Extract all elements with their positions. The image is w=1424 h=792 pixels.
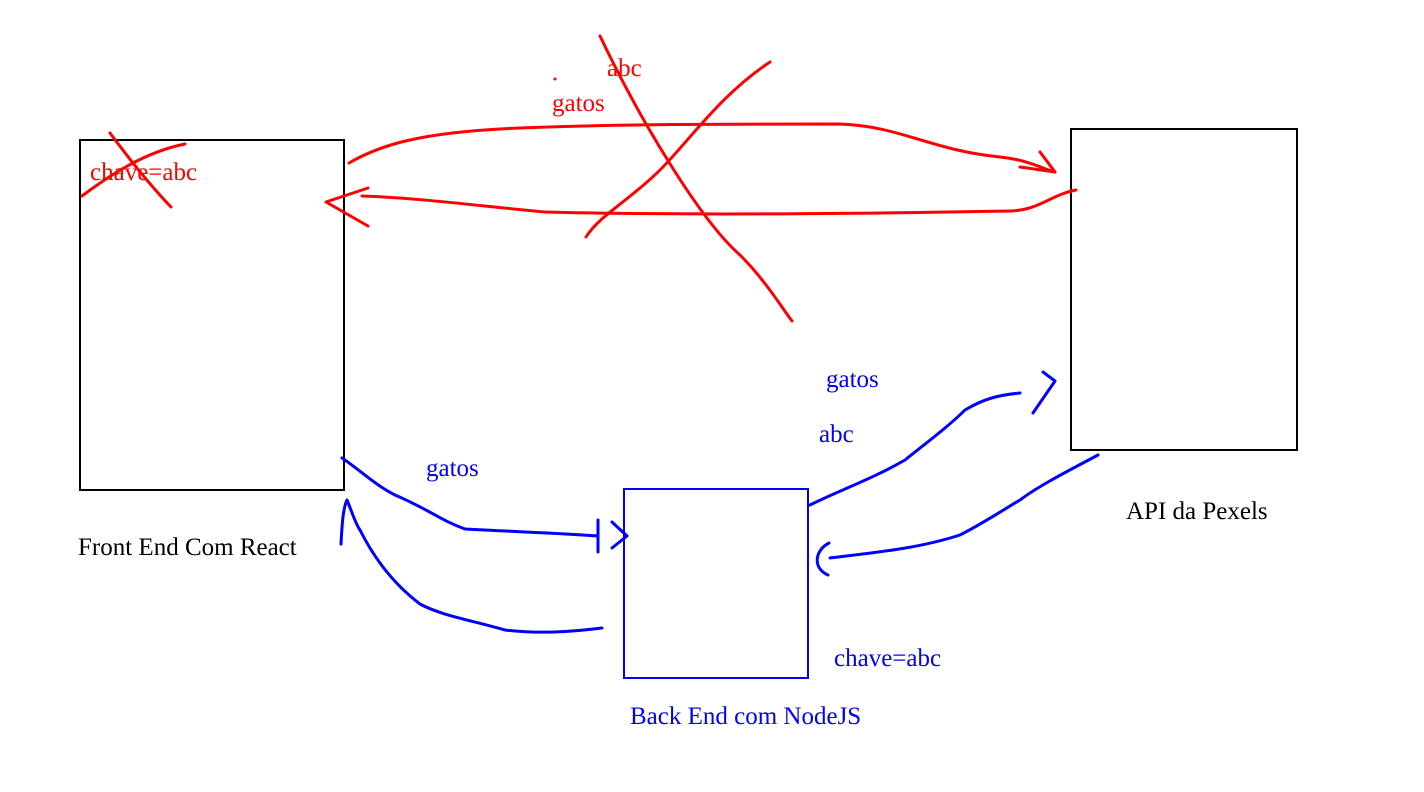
back-end-label: Back End com NodeJS xyxy=(630,703,862,730)
blue-arrow-to-front xyxy=(339,498,604,634)
blue-arrow-to-back-from-api xyxy=(815,453,1100,577)
red-cross-small xyxy=(80,131,187,209)
blue-api-query-label: gatos xyxy=(826,366,879,393)
red-arrow-to-front xyxy=(324,186,1078,228)
red-dot xyxy=(553,77,557,81)
blue-api-key-label: abc xyxy=(819,421,854,448)
back-end-key-note: chave=abc xyxy=(834,645,942,672)
api-label: API da Pexels xyxy=(1126,498,1268,525)
front-end-key-crossed: chave=abc xyxy=(90,159,198,186)
red-cross-big xyxy=(584,34,794,323)
blue-front-query-label: gatos xyxy=(426,455,479,482)
blue-arrow-to-api xyxy=(808,370,1057,507)
back-end-box xyxy=(623,488,809,679)
red-key-label: abc xyxy=(607,55,642,82)
blue-arrow-to-back xyxy=(340,456,629,554)
front-end-label: Front End Com React xyxy=(78,534,297,561)
api-box xyxy=(1070,128,1298,451)
red-query-label: gatos xyxy=(552,90,605,117)
front-end-box xyxy=(79,139,345,491)
red-arrow-to-api xyxy=(347,122,1057,174)
